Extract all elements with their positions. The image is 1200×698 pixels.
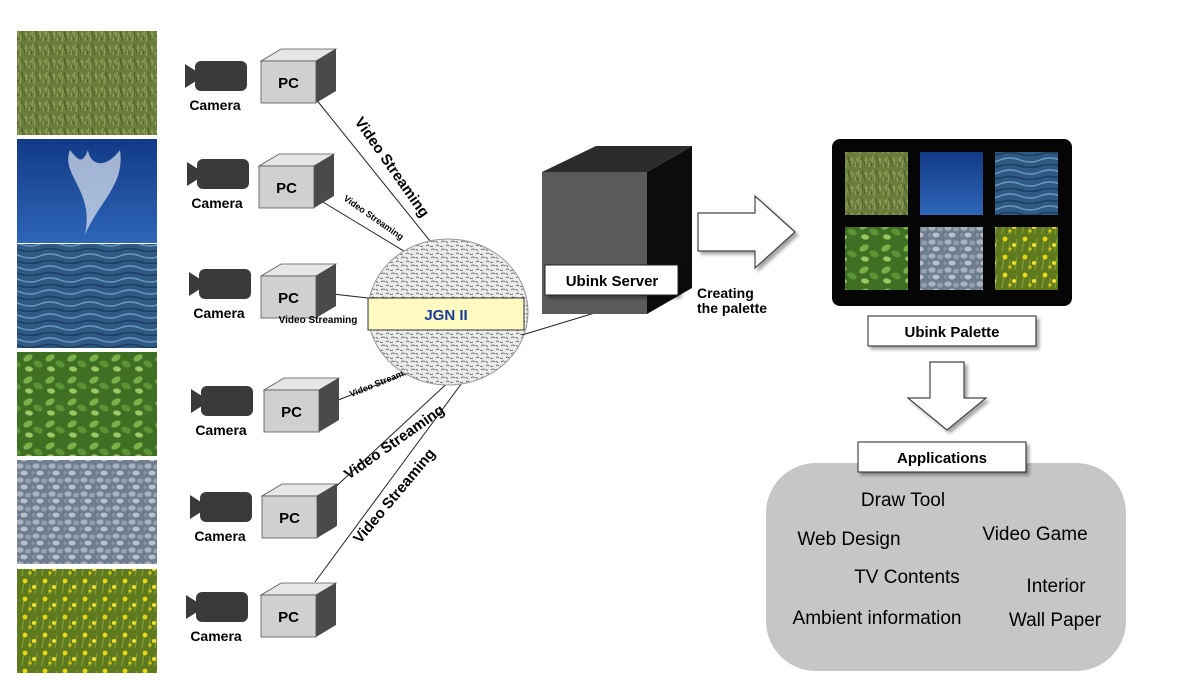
pc-side [314,154,334,208]
camera-label: Camera [194,528,246,544]
source-photo-strip [17,31,157,673]
applications-title: Applications [897,450,987,467]
source-photo-flowers [17,569,157,673]
app-wall-paper: Wall Paper [1009,610,1102,631]
source-photo-leaves [17,352,157,456]
pc-box [263,389,320,433]
server-top [542,146,692,172]
video-streaming-label: Video Streaming [341,401,447,483]
pc-side [316,49,336,103]
down-arrow-icon [906,361,988,431]
camera-label: Camera [193,305,245,321]
source-photo-water [17,244,157,348]
palette-label-box [867,315,1037,347]
applications-area [766,463,1126,671]
creating-palette-line-1: Creating [697,285,754,301]
pc-box [261,495,318,539]
server-label-box [544,264,679,296]
pc-label: PC [278,75,299,92]
pc-label: PC [279,510,300,527]
creating-palette-label: Creating the palette [697,285,767,316]
app-tv-contents: TV Contents [854,567,960,588]
pc-label: PC [276,180,297,197]
pc-label: PC [281,404,302,421]
palette-tiles [845,152,1058,290]
palette-label: Ubink Palette [904,324,999,341]
pc-label: PC [278,609,299,626]
camera-lens-icon [185,64,196,88]
camera-icon [199,269,251,299]
palette-tile-leaves [845,227,908,290]
jgn-label-box [367,297,525,331]
camera-label: Camera [190,628,242,644]
camera-lens-icon [186,595,197,619]
camera-icon [201,386,253,416]
ubink-server: Ubink Server [542,146,692,314]
camera-lens-icon [187,162,198,186]
stream-line [315,363,469,506]
camera-icon [195,61,247,91]
network-node: JGN II [367,238,529,386]
cloud-wisp [68,150,121,235]
app-ambient-information: Ambient information [793,608,962,629]
applications-title-box [857,441,1027,473]
camera-icon [196,592,248,622]
jgn-label: JGN II [424,307,467,324]
pc-side [316,583,336,637]
right-arrow-icon [697,194,796,270]
creating-palette-line-2: the palette [697,300,767,316]
app-video-game: Video Game [982,524,1087,545]
video-streaming-label: Video Streaming [342,193,406,242]
server-label: Ubink Server [566,273,659,290]
palette-tile-flowers [995,227,1058,290]
source-photo-grass [17,31,157,135]
camera-lens-icon [191,389,202,413]
pc-box [260,60,317,104]
source-photo-pebbles [17,460,157,564]
camera-label: Camera [189,97,241,113]
palette-tile-pebbles [920,227,983,290]
palette-tile-sky [920,152,983,215]
pc-box [260,275,317,319]
pc-side [319,378,339,432]
camera-icon [197,159,249,189]
app-draw-tool: Draw Tool [861,490,945,511]
server-link [521,311,599,336]
camera-label: Camera [195,422,247,438]
camera-node: Camera PC Video Streaming [189,263,358,326]
stream-lines [312,97,471,583]
pc-label: PC [278,290,299,307]
palette-tile-water [995,152,1058,215]
app-interior: Interior [1026,576,1086,597]
ubink-palette: Ubink Palette [832,139,1072,347]
video-streaming-label: Video Streaming [279,315,358,326]
app-web-design: Web Design [797,529,900,550]
pc-box [258,165,315,209]
pc-side [317,484,337,538]
camera-lens-icon [189,272,200,296]
camera-lens-icon [190,495,201,519]
pc-side [316,264,336,318]
camera-label: Camera [191,195,243,211]
camera-node: Camera PC Video Streaming [187,153,406,242]
applications-panel: Applications Draw Tool Web Design Video … [766,441,1126,671]
stream-line [314,371,471,583]
pc-box [260,594,317,638]
palette-tile-grass [845,152,908,215]
camera-icon [200,492,252,522]
